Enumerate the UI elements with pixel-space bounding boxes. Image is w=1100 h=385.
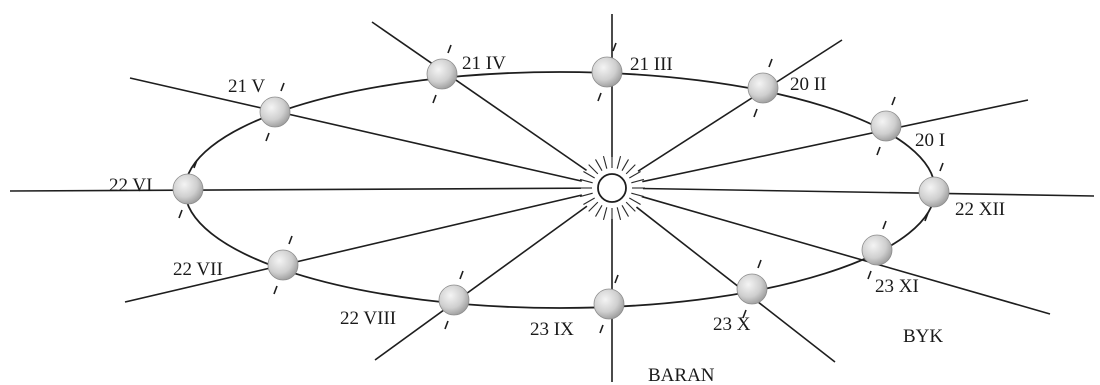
earth-ball [594, 289, 624, 319]
earth-position [737, 260, 767, 318]
constellation-label-byk: BYK [903, 326, 943, 347]
earth-axis-bottom [600, 325, 603, 333]
date-label: 22 XII [955, 199, 1005, 220]
direction-line [612, 188, 1094, 196]
earth-position [871, 97, 901, 155]
earth-ball [737, 274, 767, 304]
earth-axis-bottom [868, 271, 871, 279]
earth-ball [919, 177, 949, 207]
earth-position [173, 160, 203, 218]
earth-axis-top [940, 163, 943, 171]
earth-position [862, 221, 892, 279]
earth-ball [862, 235, 892, 265]
earth-axis-top [448, 45, 451, 53]
date-label: 21 III [630, 54, 673, 75]
earth-axis-bottom [445, 321, 448, 329]
date-label: 20 II [790, 74, 826, 95]
earth-ball [748, 73, 778, 103]
earth-ball [173, 174, 203, 204]
earth-ball [268, 250, 298, 280]
direction-line [130, 78, 612, 188]
sun-disc [598, 174, 626, 202]
direction-line [125, 188, 612, 302]
earth-axis-top [281, 83, 284, 91]
earth-axis-top [892, 97, 895, 105]
date-label: 22 VIII [340, 308, 396, 329]
earth-ball [439, 285, 469, 315]
earth-ball [427, 59, 457, 89]
date-label: 23 IX [530, 319, 574, 340]
earth-position [594, 275, 624, 333]
direction-line [372, 22, 612, 188]
earth-axis-top [460, 271, 463, 279]
earth-axis-top [289, 236, 292, 244]
earth-axis-top [883, 221, 886, 229]
date-label: 22 VII [173, 259, 223, 280]
date-label: 23 X [713, 314, 751, 335]
constellation-label-baran: BARAN [648, 365, 715, 385]
earth-axis-top [613, 43, 616, 51]
earth-axis-bottom [433, 95, 436, 103]
direction-line [375, 188, 612, 360]
date-label: 21 V [228, 76, 265, 97]
earth-axis-bottom [266, 133, 269, 141]
date-label: 22 VI [109, 175, 152, 196]
date-label: 23 XI [875, 276, 919, 297]
earth-ball [871, 111, 901, 141]
earth-axis-top [758, 260, 761, 268]
earth-position [748, 59, 778, 117]
earth-axis-bottom [877, 147, 880, 155]
sun [579, 155, 645, 221]
earth-axis-bottom [598, 93, 601, 101]
earth-ball [260, 97, 290, 127]
earth-ball [592, 57, 622, 87]
earth-axis-bottom [274, 286, 277, 294]
earth-position [439, 271, 469, 329]
earth-axis-top [769, 59, 772, 67]
earth-position [919, 163, 949, 221]
earth-axis-bottom [754, 109, 757, 117]
earth-position [592, 43, 622, 101]
earth-axis-top [615, 275, 618, 283]
direction-line [612, 188, 835, 362]
earth-position [427, 45, 457, 103]
direction-line [612, 100, 1028, 188]
date-labels: 21 III 20 II 20 I 22 XII 23 XI 23 X 23 I… [109, 53, 1005, 385]
earth-axis-bottom [179, 210, 182, 218]
date-label: 20 I [915, 130, 945, 151]
earth-position [268, 236, 298, 294]
date-label: 21 IV [462, 53, 506, 74]
direction-line [10, 188, 612, 191]
